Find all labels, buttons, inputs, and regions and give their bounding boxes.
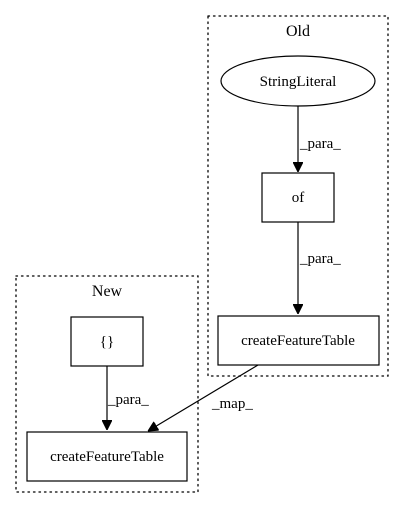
cluster-old-title: Old: [286, 23, 310, 40]
cluster-new-title: New: [92, 283, 123, 300]
edge-label: _para_: [299, 136, 341, 152]
cluster-new: New: [15, 275, 199, 493]
node-box: [26, 431, 188, 482]
node-box: [261, 172, 335, 223]
node-label: StringLiteral: [260, 74, 337, 90]
edge-label: _para_: [107, 392, 149, 408]
node-box: [217, 315, 380, 366]
edge-label: _map_: [211, 396, 253, 412]
node-createfeaturetable-old[interactable]: createFeatureTable: [217, 315, 380, 366]
node-label: {}: [100, 334, 114, 350]
edge-line: [148, 364, 259, 431]
edge-stringliteral-to-of: _para_: [298, 106, 341, 172]
edge-map-old-to-new: _map_: [148, 364, 259, 431]
node-label: createFeatureTable: [241, 333, 355, 349]
node-braces[interactable]: {}: [70, 316, 144, 367]
cluster-old-border: [207, 15, 389, 377]
node-box: [70, 316, 144, 367]
edge-braces-to-createfeaturetable-new: _para_: [107, 366, 149, 430]
node-label: createFeatureTable: [50, 449, 164, 465]
node-ellipse: [220, 55, 376, 107]
cluster-old: Old: [207, 15, 389, 377]
edge-of-to-createfeaturetable-old: _para_: [298, 222, 341, 314]
node-createfeaturetable-new[interactable]: createFeatureTable: [26, 431, 188, 482]
edge-label: _para_: [299, 251, 341, 267]
cluster-new-border: [15, 275, 199, 493]
node-stringliteral[interactable]: StringLiteral: [220, 55, 376, 107]
node-label: of: [292, 190, 305, 206]
node-of[interactable]: of: [261, 172, 335, 223]
